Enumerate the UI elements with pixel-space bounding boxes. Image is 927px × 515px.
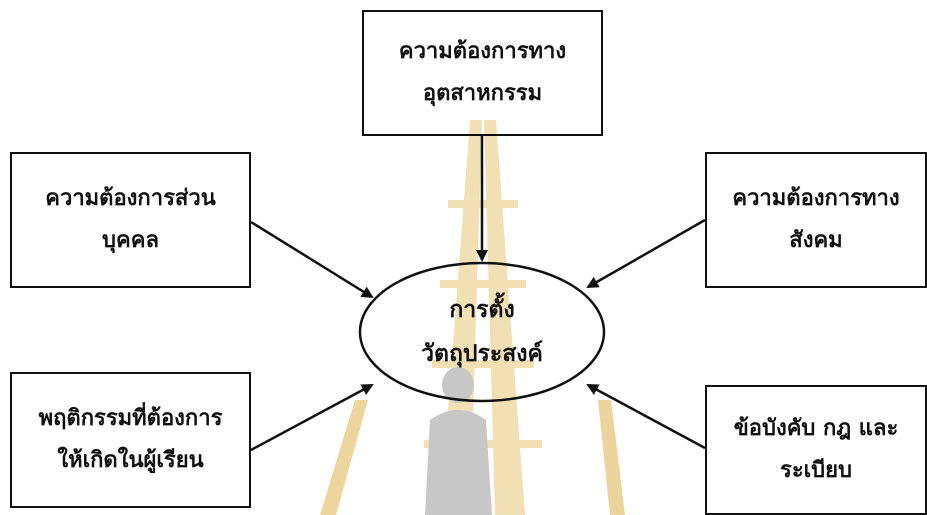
node-industry-line1: ความต้องการทาง [398, 38, 567, 65]
node-social-needs: ความต้องการทาง สังคม [705, 152, 927, 288]
arrow-behavior-to-center [250, 383, 374, 452]
node-behavior-line1: พฤติกรรมที่ต้องการ [38, 405, 223, 432]
node-social-line2: สังคม [789, 227, 843, 253]
center-node-ellipse [358, 261, 606, 403]
node-behavior-line2: ให้เกิดในผู้เรียน [57, 447, 204, 473]
node-personal-line1: ความต้องการส่วน [45, 185, 216, 212]
node-personal-line2: บุคคล [102, 227, 159, 253]
node-desired-behavior: พฤติกรรมที่ต้องการ ให้เกิดในผู้เรียน [10, 372, 251, 508]
node-social-line1: ความต้องการทาง [732, 185, 900, 212]
center-node-line2: วัตถุประสงค์ [421, 340, 543, 367]
node-industry-needs: ความต้องการทาง อุตสาหกรรม [362, 10, 603, 136]
arrow-rules-to-center [586, 383, 706, 450]
node-rules-regulations: ข้อบังคับ กฎ และ ระเบียบ [705, 385, 927, 515]
arrow-social-to-center [586, 218, 706, 289]
center-node-label: การตั้ง วัตถุประสงค์ [362, 262, 602, 402]
node-rules-line2: ระเบียบ [780, 457, 852, 483]
node-rules-line1: ข้อบังคับ กฎ และ [733, 415, 899, 442]
node-industry-line2: อุตสาหกรรม [422, 80, 543, 106]
arrow-personal-to-center [250, 220, 374, 299]
watermark-emblem [320, 120, 625, 515]
node-personal-needs: ความต้องการส่วน บุคคล [10, 152, 251, 288]
center-node-line1: การตั้ง [449, 296, 515, 324]
